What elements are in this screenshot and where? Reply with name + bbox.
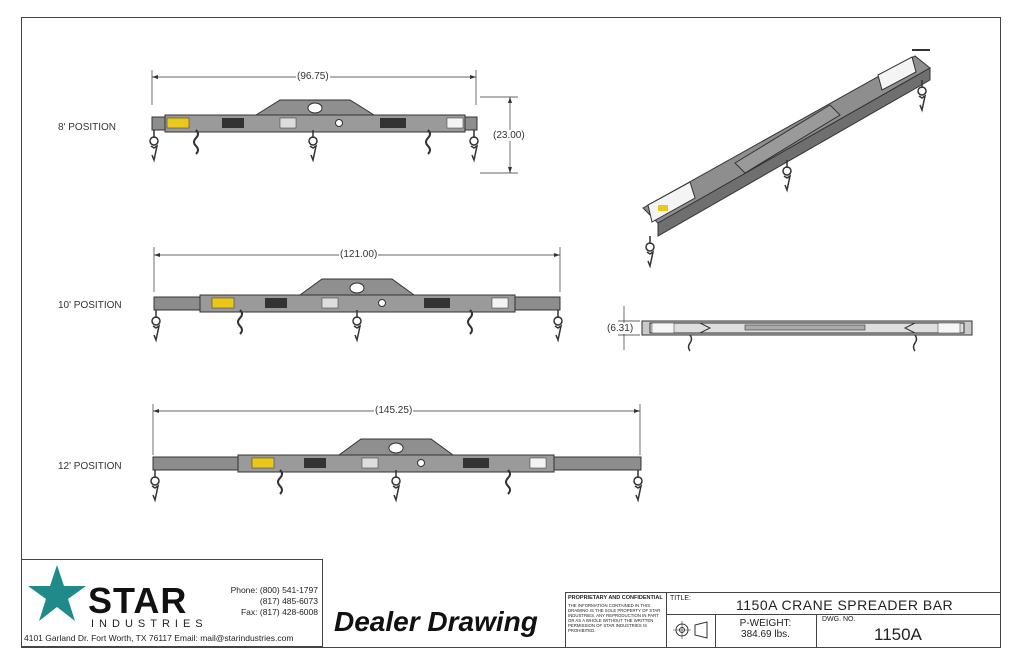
dim-12ft-width: (145.25) (374, 405, 414, 416)
company-logo-block: STAR INDUSTRIES Phone: (800) 541-1797 (8… (22, 559, 323, 647)
label-8ft: 8' POSITION (58, 122, 117, 133)
view-isometric (642, 49, 931, 267)
title-label: TITLE: (670, 595, 692, 602)
proprietary-notice: PROPRIETARY AND CONFIDENTIAL THE INFORMA… (566, 593, 667, 647)
label-10ft: 10' POSITION (58, 300, 122, 311)
dim-side-height: (6.31) (606, 323, 635, 334)
projection-symbol-icon (667, 614, 716, 647)
company-name: STAR (88, 580, 188, 621)
drawing-title: 1150A CRANE SPREADER BAR (736, 597, 954, 613)
star-icon (28, 565, 86, 621)
company-subtitle: INDUSTRIES (91, 618, 208, 630)
label-12ft: 12' POSITION (58, 461, 122, 472)
dealer-drawing-label: Dealer Drawing (334, 606, 538, 637)
weight-cell: P-WEIGHT: 384.69 lbs. (715, 614, 817, 647)
dwg-number: 1150A (874, 625, 922, 644)
view-8ft (149, 70, 518, 174)
dim-8ft-height: (23.00) (492, 130, 526, 141)
title-block: PROPRIETARY AND CONFIDENTIAL THE INFORMA… (565, 592, 1001, 648)
view-top (618, 306, 973, 352)
dim-8ft-width: (96.75) (296, 71, 330, 82)
view-12ft (150, 404, 643, 501)
dim-10ft-width: (121.00) (339, 249, 379, 260)
dwg-label: DWG. NO. (822, 616, 856, 623)
drawing-sheet (21, 17, 1001, 648)
company-address: 4101 Garland Dr. Fort Worth, TX 76117 Em… (24, 633, 294, 643)
company-contact: Phone: (800) 541-1797 (817) 485-6073 Fax… (230, 585, 318, 617)
view-10ft (151, 247, 563, 341)
